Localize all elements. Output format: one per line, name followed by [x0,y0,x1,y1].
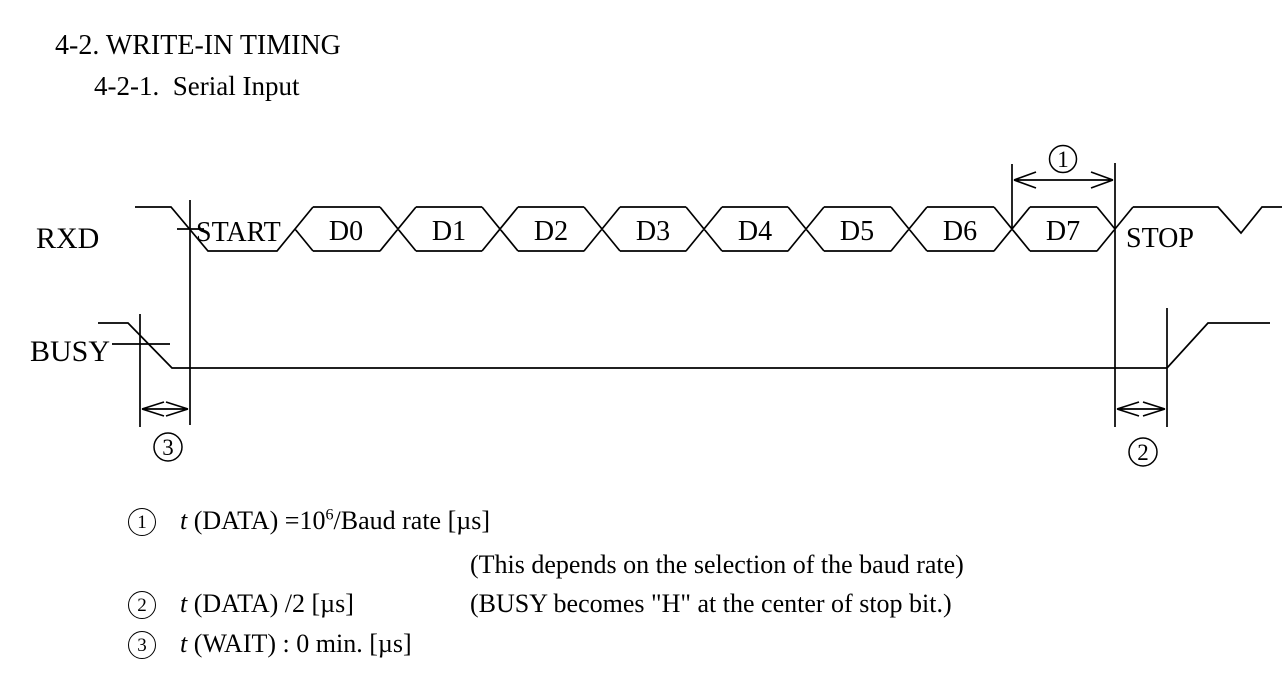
dim-arrow-3 [141,401,189,417]
note-1-superscript: 6 [325,506,334,524]
note-3-text: t (WAIT) : 0 min. [µs] [180,629,412,659]
note-2-body: (DATA) /2 [µs] [187,589,354,618]
marker-label-1: 1 [1057,147,1069,172]
note-row-1b: (This depends on the selection of the ba… [0,550,1288,584]
note-1-text: t (DATA) =106/Baud rate [µs] [180,506,490,536]
note-3-var: t [180,629,188,658]
marker-circle-3 [153,432,183,462]
note-2-comment: (BUSY becomes "H" at the center of stop … [470,589,952,618]
dim-arrow-1 [1013,171,1114,189]
rxd-signal-label: RXD [36,222,99,255]
page-subtitle: 4-2-1. Serial Input [94,71,300,101]
busy-waveform [98,322,1270,369]
dim-arrow-2 [1116,401,1166,417]
note-2-text: t (DATA) /2 [µs] [180,589,354,619]
marker-circle-2 [1128,437,1158,467]
note-3-body: (WAIT) : 0 min. [µs] [187,629,412,658]
note-2-circled-number: 2 [128,591,156,619]
note-row-2: 2 t (DATA) /2 [µs] (BUSY becomes "H" at … [0,589,1288,623]
bit-label-start: START [196,217,281,248]
note-1-circled-number: 1 [128,508,156,536]
marker-circle-1 [1048,144,1078,174]
note-3-circled-number: 3 [128,631,156,659]
bit-label-d6: D6 [943,216,977,247]
note-1-var: t [180,506,188,535]
note-2-var: t [180,589,188,618]
note-1-comment: (This depends on the selection of the ba… [470,550,964,579]
bit-label-d5: D5 [840,216,874,247]
note-row-1: 1 t (DATA) =106/Baud rate [µs] [0,506,1288,540]
note-1-post: /Baud rate [µs] [333,506,491,535]
bit-label-d0: D0 [329,216,363,247]
bit-label-d2: D2 [534,216,568,247]
bit-label-d1: D1 [432,216,466,247]
bit-label-d3: D3 [636,216,670,247]
rxd-waveform [135,206,1282,252]
note-1-pre: (DATA) =10 [187,506,326,535]
marker-label-3: 3 [162,435,174,460]
note-row-3: 3 t (WAIT) : 0 min. [µs] [0,629,1288,663]
marker-label-2: 2 [1137,440,1149,465]
bit-label-d4: D4 [738,216,772,247]
bit-label-d7: D7 [1046,216,1080,247]
page-title: 4-2. WRITE-IN TIMING [55,30,341,61]
busy-signal-label: BUSY [30,335,110,368]
bit-label-stop: STOP [1126,223,1194,254]
